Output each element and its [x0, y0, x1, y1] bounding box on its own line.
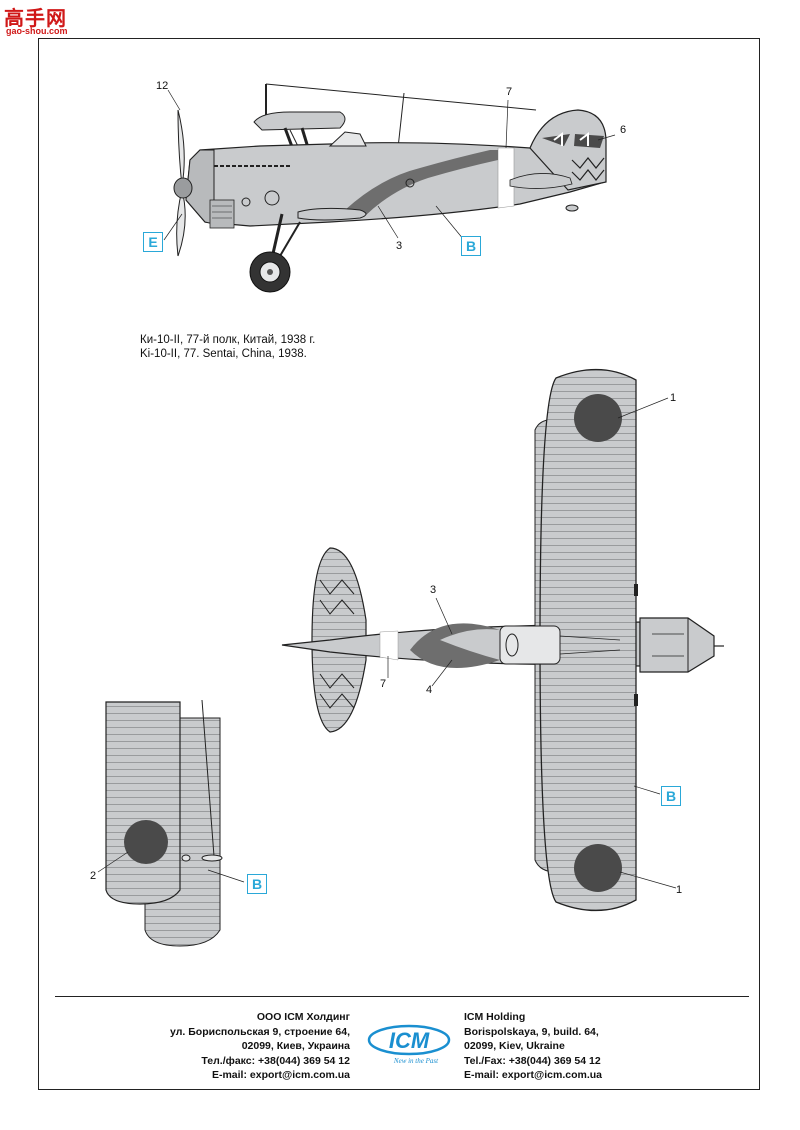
top-view [281, 368, 724, 912]
color-tag-b-top: B [661, 786, 681, 806]
callout-1-bottom: 1 [676, 884, 683, 896]
callout-4: 4 [426, 684, 433, 696]
callout-3-side: 3 [396, 240, 403, 252]
color-tag-b-side: B [461, 236, 481, 256]
underside-wing-view [97, 699, 245, 947]
icm-logo: ICM New in the Past [367, 1024, 451, 1065]
callout-3-top: 3 [430, 584, 437, 596]
color-tag-b-underside: B [247, 874, 267, 894]
company-name-ru: ООО ICM Холдинг [256, 1011, 350, 1023]
caption-russian: Ки-10-II, 77-й полк, Китай, 1938 г. [140, 334, 316, 346]
svg-text:ICM: ICM [389, 1028, 430, 1053]
email-ru: E-mail: export@icm.com.ua [211, 1069, 350, 1081]
callout-2: 2 [90, 870, 97, 882]
side-view [163, 83, 616, 293]
street-en: Borispolskaya, 9, build. 64, [464, 1025, 599, 1038]
email-en: E-mail: export@icm.com.ua [464, 1069, 603, 1081]
aircraft-caption: Ки-10-II, 77-й полк, Китай, 1938 г. Ki-1… [140, 333, 315, 361]
city-en: 02099, Kiev, Ukraine [464, 1040, 565, 1052]
company-name-en: ICM Holding [464, 1011, 526, 1023]
color-tag-e: E [143, 232, 163, 252]
callout-7-side: 7 [506, 86, 513, 98]
callout-6: 6 [620, 124, 627, 136]
footer-divider [55, 996, 749, 997]
watermark-text: 高手网 [4, 6, 67, 30]
phone-en: Tel./Fax: +38(044) 369 54 12 [464, 1054, 601, 1067]
callout-7-top: 7 [380, 678, 387, 690]
footer-address-russian: ООО ICM Холдинг ул. Бориспольская 9, стр… [150, 1010, 350, 1083]
svg-text:New in the Past: New in the Past [393, 1057, 439, 1065]
watermark-logo: 高手网 gao-shou.com [4, 2, 84, 42]
caption-english: Ki-10-II, 77. Sentai, China, 1938. [140, 348, 307, 360]
callout-1-top: 1 [670, 392, 677, 404]
page-frame [38, 38, 760, 1090]
footer-address-english: ICM Holding Borispolskaya, 9, build. 64,… [464, 1010, 684, 1083]
watermark-domain: gao-shou.com [6, 26, 68, 36]
street-ru: ул. Бориспольская 9, строение 64, [170, 1025, 350, 1038]
phone-ru: Тел./факс: +38(044) 369 54 12 [201, 1054, 350, 1067]
callout-12: 12 [156, 80, 169, 92]
city-ru: 02099, Киев, Украина [241, 1040, 350, 1052]
